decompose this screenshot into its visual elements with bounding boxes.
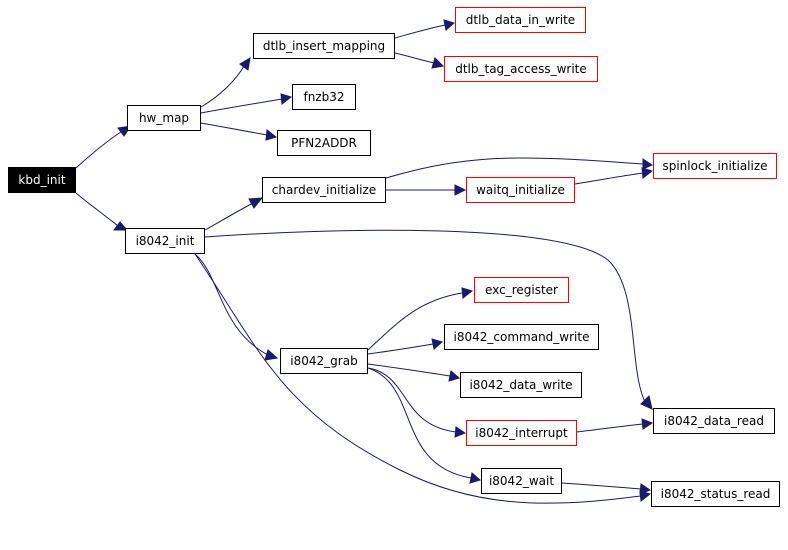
edge-i8042_grab-exc_register [367,287,474,351]
edge-i8042_grab-i8042_command_write [367,338,444,355]
node-hw_map[interactable]: hw_map [127,105,201,131]
node-i8042_grab[interactable]: i8042_grab [280,348,368,374]
edge-chardev_initialize-waitq_initialize [385,184,467,196]
node-PFN2ADDR[interactable]: PFN2ADDR [277,130,371,156]
edge-hw_map-PFN2ADDR [200,122,278,141]
node-i8042_data_read[interactable]: i8042_data_read [653,408,775,434]
node-chardev_initialize[interactable]: chardev_initialize [262,177,386,203]
edge-dtlb_insert_mapping-dtlb_tag_access_write [394,52,445,69]
edge-i8042_init-i8042_grab [194,253,279,361]
edge-kbd_init-i8042_init [75,192,129,231]
node-dtlb_data_in_write[interactable]: dtlb_data_in_write [455,7,586,33]
node-exc_register[interactable]: exc_register [474,277,569,303]
edge-chardev_initialize-spinlock_initialize [385,157,654,179]
node-waitq_initialize[interactable]: waitq_initialize [466,177,575,203]
edge-i8042_init-chardev_initialize [204,197,264,231]
node-i8042_status_read[interactable]: i8042_status_read [651,481,780,507]
edge-i8042_init-i8042_data_read [204,229,653,410]
edge-i8042_grab-i8042_interrupt [367,367,467,438]
node-i8042_interrupt[interactable]: i8042_interrupt [466,420,577,446]
node-i8042_wait[interactable]: i8042_wait [481,468,562,494]
edge-hw_map-fnzb32 [200,93,293,114]
edge-i8042_wait-i8042_status_read [561,482,652,495]
edge-dtlb_insert_mapping-dtlb_data_in_write [394,19,456,39]
node-dtlb_tag_access_write[interactable]: dtlb_tag_access_write [444,56,598,82]
edge-hw_map-dtlb_insert_mapping [200,57,251,108]
node-i8042_command_write[interactable]: i8042_command_write [444,324,599,350]
edge-kbd_init-hw_map [75,125,133,169]
node-dtlb_insert_mapping[interactable]: dtlb_insert_mapping [253,33,395,59]
edge-i8042_interrupt-i8042_data_read [576,418,654,433]
node-kbd_init[interactable]: kbd_init [8,167,76,193]
edge-i8042_grab-i8042_wait [367,367,482,484]
node-spinlock_initialize[interactable]: spinlock_initialize [653,153,777,179]
node-i8042_data_write[interactable]: i8042_data_write [460,372,582,398]
node-fnzb32[interactable]: fnzb32 [292,84,356,110]
edge-i8042_grab-i8042_data_write [367,363,461,382]
node-i8042_init[interactable]: i8042_init [125,228,205,254]
edge-waitq_initialize-spinlock_initialize [574,167,654,185]
